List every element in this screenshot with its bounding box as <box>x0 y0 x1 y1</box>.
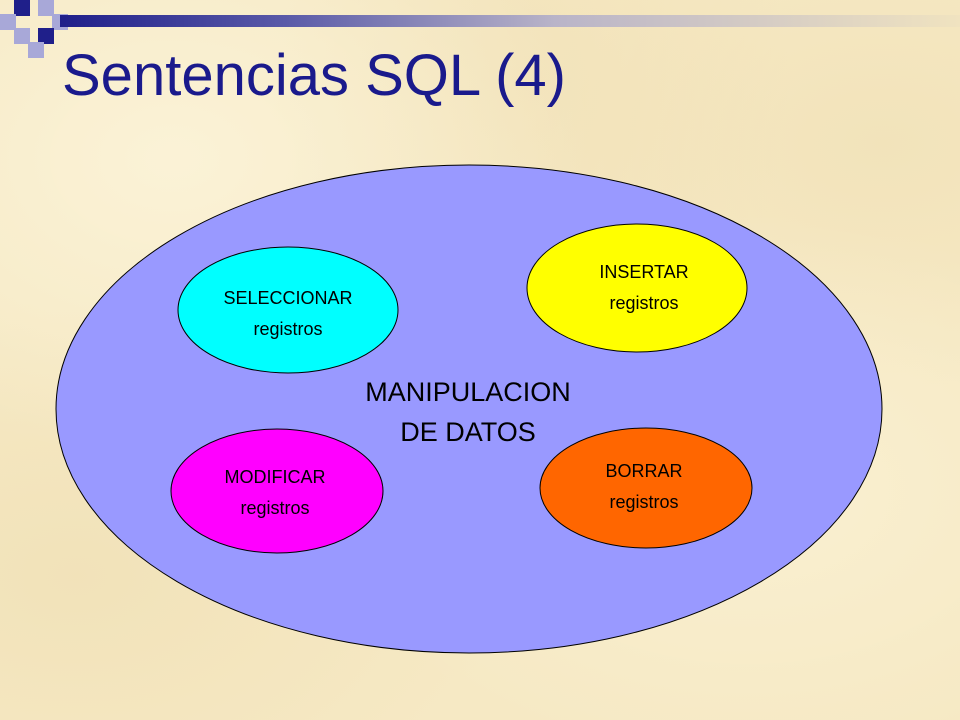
corner-square <box>28 42 44 58</box>
node-seleccionar-ellipse <box>177 246 399 374</box>
node-seleccionar-line2: registros <box>253 319 322 339</box>
center-label-line1: MANIPULACION <box>365 377 571 407</box>
node-insertar-line1: INSERTAR <box>599 262 688 282</box>
node-insertar-line2: registros <box>609 293 678 313</box>
node-modificar-line1: MODIFICAR <box>225 467 326 487</box>
center-ellipse <box>55 164 883 654</box>
node-insertar: INSERTAR registros <box>526 223 748 353</box>
node-borrar-line2: registros <box>609 492 678 512</box>
node-modificar-ellipse <box>170 428 384 554</box>
node-seleccionar-line1: SELECCIONAR <box>223 288 352 308</box>
corner-square <box>0 14 16 30</box>
corner-square <box>14 0 30 16</box>
slide-title: Sentencias SQL (4) <box>62 43 566 108</box>
corner-square <box>38 28 54 44</box>
title-gradient-bar <box>60 15 960 27</box>
center-label-line2: DE DATOS <box>400 417 536 447</box>
node-borrar-line1: BORRAR <box>605 461 682 481</box>
corner-square <box>38 0 54 16</box>
node-seleccionar: SELECCIONAR registros <box>177 246 399 374</box>
node-modificar-line2: registros <box>240 498 309 518</box>
node-borrar-ellipse <box>539 427 753 549</box>
node-modificar: MODIFICAR registros <box>170 428 384 554</box>
corner-square <box>14 28 30 44</box>
node-borrar: BORRAR registros <box>539 427 753 549</box>
node-insertar-ellipse <box>526 223 748 353</box>
